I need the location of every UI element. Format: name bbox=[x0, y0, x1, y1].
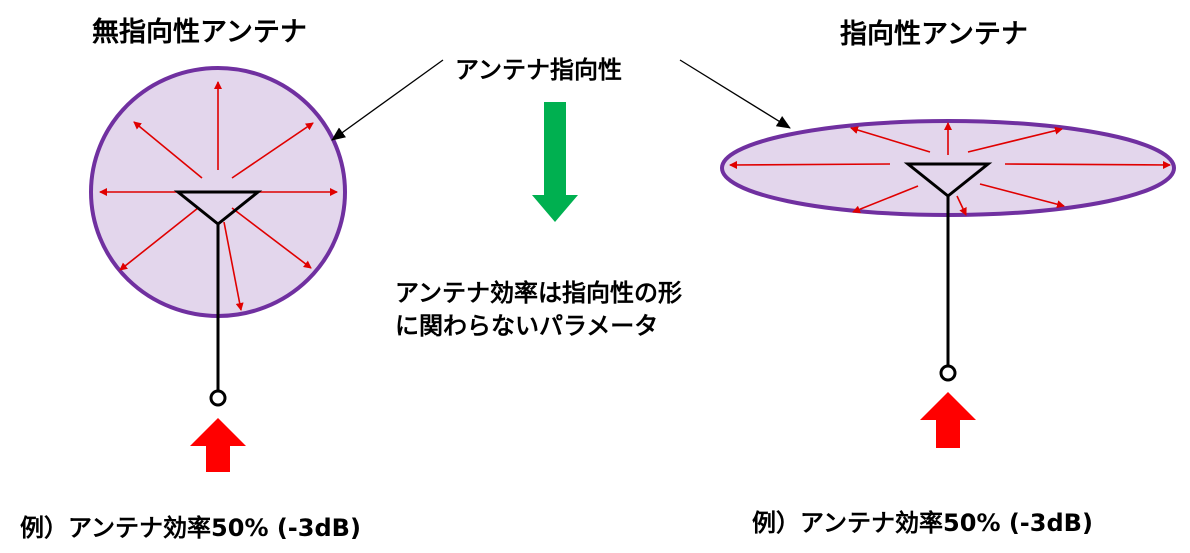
directional-antenna bbox=[903, 162, 993, 382]
directional-feed-arrow bbox=[920, 392, 976, 448]
omni-radiation-arrows bbox=[99, 81, 338, 311]
omni-feed-point bbox=[209, 389, 227, 407]
pointer-line-left bbox=[331, 59, 444, 141]
left-example: 例）アンテナ効率50% (-3dB) bbox=[20, 514, 361, 542]
transition-arrow bbox=[532, 102, 578, 222]
right-example: 例）アンテナ効率50% (-3dB) bbox=[752, 509, 1093, 537]
directional-feed-point bbox=[939, 364, 957, 382]
right-title: 指向性アンテナ bbox=[840, 19, 1028, 50]
left-title: 無指向性アンテナ bbox=[92, 17, 307, 48]
omni-antenna bbox=[173, 190, 263, 407]
pattern-label: アンテナ指向性 bbox=[455, 56, 623, 84]
omni-feed-arrow bbox=[190, 418, 246, 472]
note-line-1: アンテナ効率は指向性の形 bbox=[395, 279, 683, 307]
pointer-line-right bbox=[679, 59, 791, 129]
directional-radiation-arrows bbox=[729, 122, 1171, 216]
note-line-2: に関わらないパラメータ bbox=[395, 312, 659, 340]
